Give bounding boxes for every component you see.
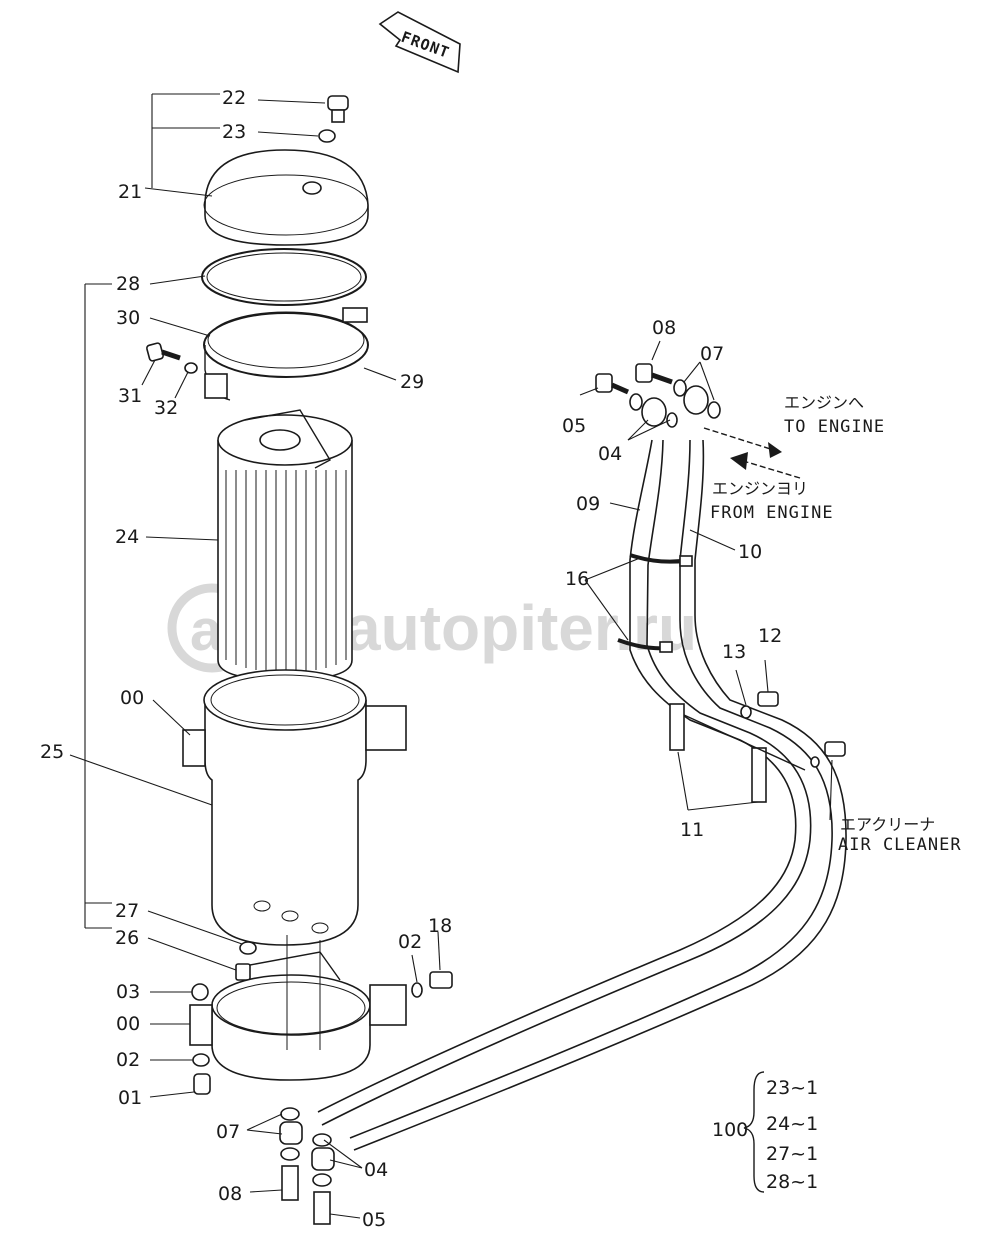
clamp-band-29 bbox=[203, 307, 369, 401]
to-engine-jp: エンジンへ bbox=[784, 393, 864, 412]
from-engine-jp: エンジンヨリ bbox=[712, 479, 808, 498]
bolt-air bbox=[824, 741, 846, 757]
callout-12: 12 bbox=[758, 625, 782, 647]
callout-23: 23 bbox=[222, 121, 246, 143]
watermark-text: autopiter.ru bbox=[345, 592, 697, 664]
callout-02-right: 02 bbox=[398, 931, 422, 953]
clips-11 bbox=[669, 703, 806, 803]
callout-30: 30 bbox=[116, 307, 140, 329]
callout-02-left: 02 bbox=[116, 1049, 140, 1071]
washer-23 bbox=[318, 129, 336, 143]
callout-00-bracket: 00 bbox=[116, 1013, 140, 1035]
callout-08-top: 08 bbox=[652, 317, 676, 339]
washer-13 bbox=[740, 705, 752, 719]
callout-26: 26 bbox=[115, 927, 139, 949]
callout-05-top: 05 bbox=[562, 415, 586, 437]
callout-01: 01 bbox=[118, 1087, 142, 1109]
callout-27: 27 bbox=[115, 900, 139, 922]
top-fittings bbox=[595, 363, 721, 428]
callouts: 22 23 21 28 30 31 32 29 24 00 25 27 26 0… bbox=[40, 87, 782, 1231]
callout-07-top: 07 bbox=[700, 343, 724, 365]
filter-element-24 bbox=[217, 409, 353, 681]
leader-lines bbox=[69, 93, 833, 1219]
washer-32 bbox=[184, 362, 198, 374]
callout-05-bottom: 05 bbox=[362, 1209, 386, 1231]
callout-16: 16 bbox=[565, 568, 589, 590]
callout-18: 18 bbox=[428, 915, 452, 937]
kit-item: 24~1 bbox=[766, 1113, 818, 1135]
hoses bbox=[317, 439, 847, 1151]
cover-21 bbox=[203, 149, 369, 246]
kit-item: 23~1 bbox=[766, 1077, 818, 1099]
callout-13: 13 bbox=[722, 641, 746, 663]
plug-26 bbox=[235, 963, 251, 981]
filter-body-25 bbox=[182, 669, 407, 946]
callout-08-bottom: 08 bbox=[218, 1183, 242, 1205]
watermark: a autopiter.ru bbox=[167, 583, 697, 673]
bottom-fittings bbox=[279, 1107, 335, 1225]
kit-item: 28~1 bbox=[766, 1171, 818, 1193]
callout-28: 28 bbox=[116, 273, 140, 295]
bolt-22 bbox=[327, 95, 349, 123]
air-cleaner-jp: エアクリーナ bbox=[840, 815, 935, 834]
bolt-01 bbox=[193, 1073, 211, 1095]
callout-29: 29 bbox=[400, 371, 424, 393]
washer-air bbox=[810, 756, 820, 768]
from-engine-en: FROM ENGINE bbox=[710, 503, 834, 523]
bolt-31 bbox=[146, 342, 181, 362]
bracket bbox=[189, 935, 407, 1081]
callout-04-top: 04 bbox=[598, 443, 622, 465]
callout-21: 21 bbox=[118, 181, 142, 203]
to-engine-en: TO ENGINE bbox=[784, 417, 885, 437]
kit-number: 100 bbox=[712, 1119, 748, 1141]
washer-27 bbox=[239, 941, 257, 955]
kit-brace bbox=[743, 1071, 765, 1193]
front-arrow: FRONT bbox=[378, 11, 461, 74]
annotations: エンジンへ TO ENGINE エンジンヨリ FROM ENGINE エアクリー… bbox=[710, 393, 962, 855]
washer-02-right bbox=[411, 982, 423, 998]
bolt-18 bbox=[429, 971, 453, 989]
callout-04-bottom: 04 bbox=[364, 1159, 388, 1181]
callout-24: 24 bbox=[115, 526, 139, 548]
callout-07-bottom: 07 bbox=[216, 1121, 240, 1143]
bolt-12 bbox=[757, 691, 779, 707]
kit-list: 100 23~1 24~1 27~1 28~1 bbox=[712, 1077, 818, 1193]
oring-28 bbox=[201, 248, 367, 306]
callout-09: 09 bbox=[576, 493, 600, 515]
hose-clamps-16 bbox=[617, 553, 693, 653]
callout-03: 03 bbox=[116, 981, 140, 1003]
callout-22: 22 bbox=[222, 87, 246, 109]
callout-25: 25 bbox=[40, 741, 64, 763]
washer-02-left bbox=[192, 1053, 210, 1067]
callout-31: 31 bbox=[118, 385, 142, 407]
callout-10: 10 bbox=[738, 541, 762, 563]
callout-11: 11 bbox=[680, 819, 704, 841]
callout-32: 32 bbox=[154, 397, 178, 419]
flow-arrows bbox=[703, 427, 801, 479]
air-cleaner-en: AIR CLEANER bbox=[838, 835, 962, 855]
nut-03 bbox=[191, 983, 209, 1001]
kit-item: 27~1 bbox=[766, 1143, 818, 1165]
callout-00-body: 00 bbox=[120, 687, 144, 709]
